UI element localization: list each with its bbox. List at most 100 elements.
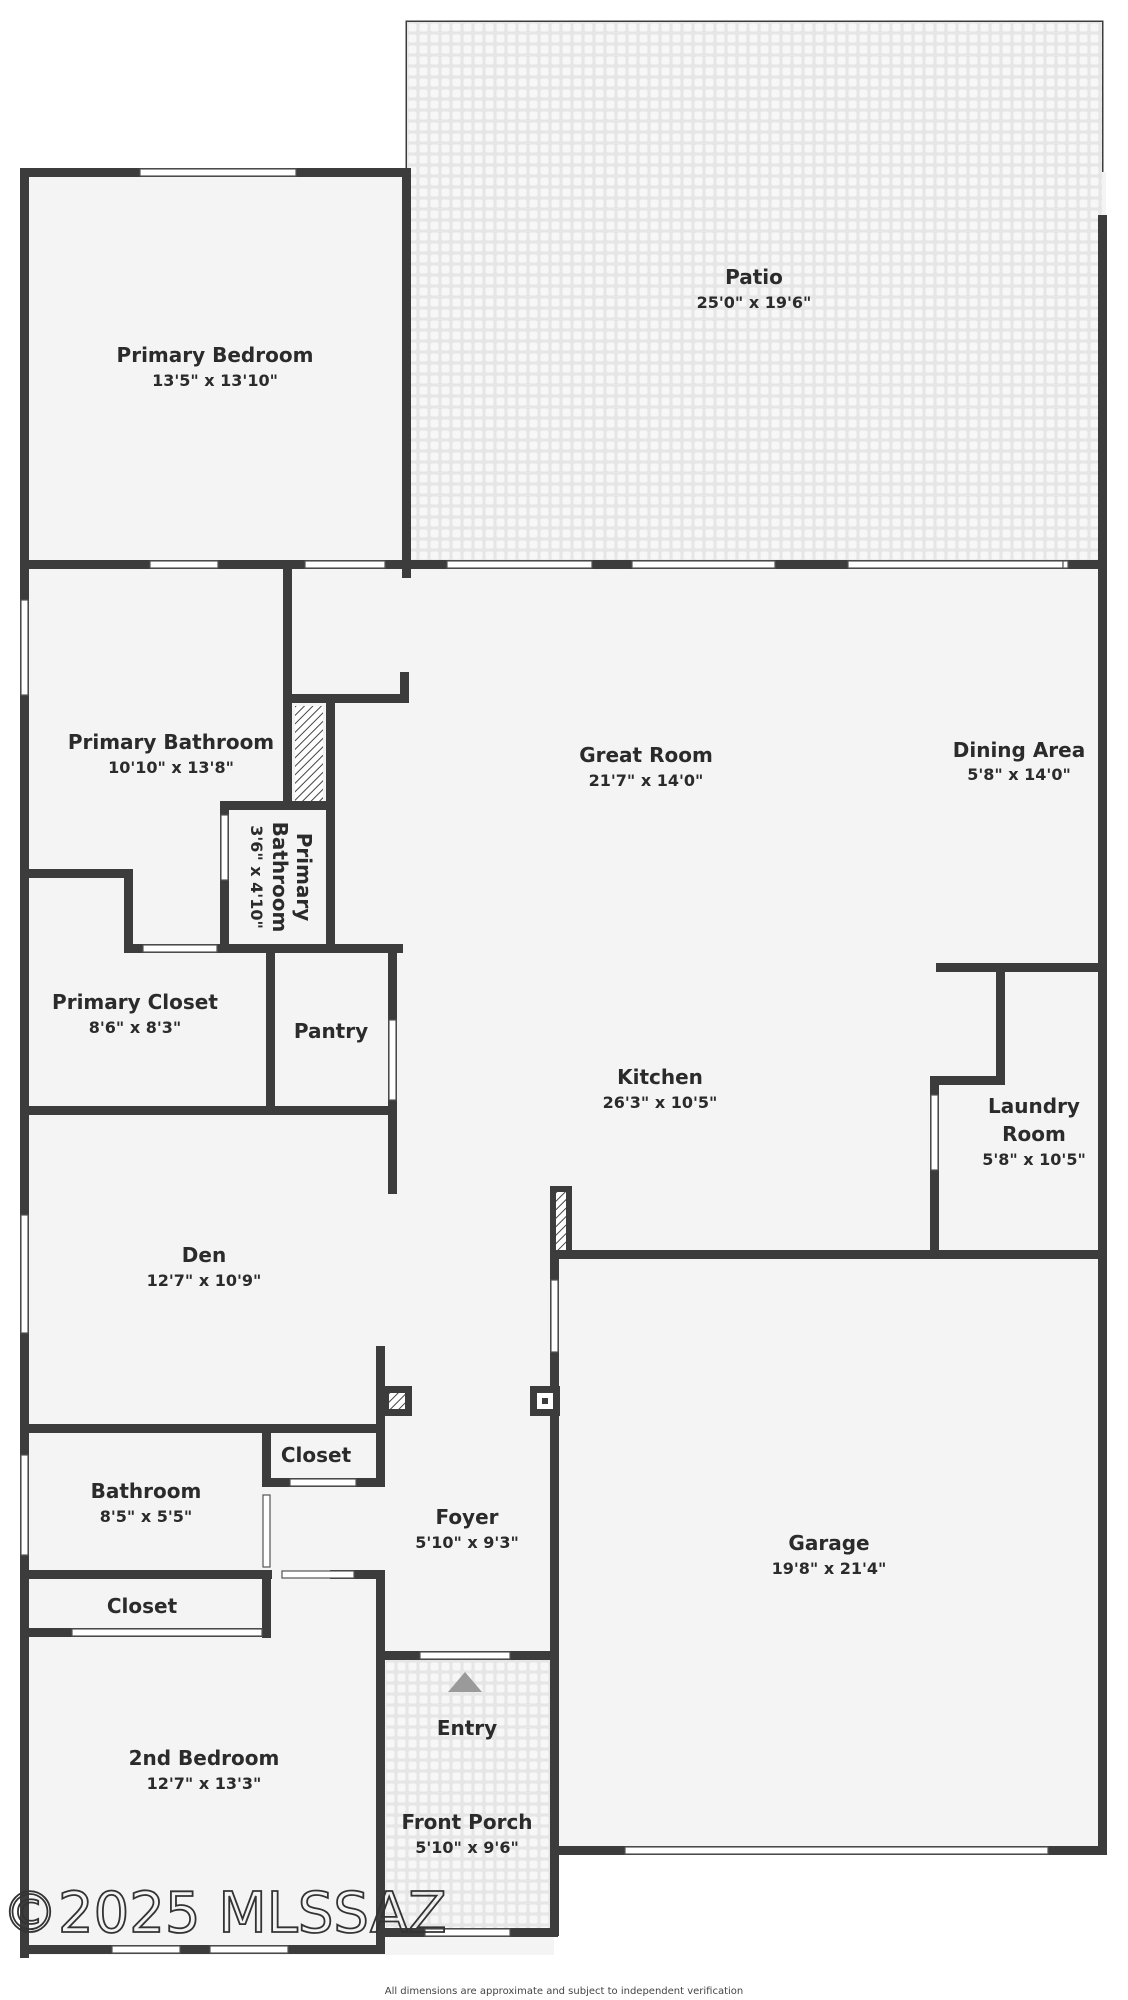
great-room-name: Great Room [579,743,713,767]
primary-closet-name: Primary Closet [52,990,218,1014]
laundry-room-name-2: Room [1002,1122,1066,1146]
wall-laundry-top [936,963,1107,972]
opening-porch-bottom [424,1928,511,1937]
great-room-dims: 21'7" x 14'0" [589,771,704,790]
exterior-gap [554,1851,1114,1961]
watermark: ©2025 MLSSAZ [2,1881,447,1946]
porch-floor [386,1656,552,1932]
wall-wc-bottom [220,944,403,953]
wall-den-top [20,1106,397,1115]
disclaimer: All dimensions are approximate and subje… [385,1986,744,1997]
windows [20,168,1069,1954]
opening-patio-edge [1062,560,1069,569]
window-great-2 [631,560,776,569]
opening-bath2 [262,1494,271,1568]
patio-dims: 25'0" x 19'6" [697,293,812,312]
wall-bath2-bottom [20,1570,272,1579]
window-bedroom-top [139,168,297,177]
opening-bed2 [281,1570,355,1579]
entry-arrow-icon [448,1672,482,1692]
kitchen-name: Kitchen [617,1065,703,1089]
wall-bedroom-right [402,168,411,578]
wall-bed2-bottom [20,1945,385,1954]
garage-door [624,1846,1049,1855]
primary-bathroom-small-name-1: Primary [292,833,316,922]
window-bed2-bottom-1 [111,1945,181,1954]
closet-upper-name: Closet [281,1443,352,1467]
wall-closet3-right [262,1570,271,1638]
window-dining [847,560,1064,569]
wall-left [20,168,29,1958]
wall-garage-top [554,1250,1107,1259]
garage-dims: 19'8" x 21'4" [772,1559,887,1578]
shower-hatch [295,706,323,801]
window-bath2-left [20,1454,29,1556]
wall-right [1098,215,1107,1855]
patio-name: Patio [725,265,783,289]
bathroom-name: Bathroom [91,1479,202,1503]
wall-den-bottom [20,1424,380,1433]
garage-name: Garage [788,1531,869,1555]
window-hall-top [304,560,386,569]
opening-garage-door [550,1279,559,1353]
primary-bathroom-dims: 10'10" x 13'8" [108,758,234,777]
wall-bath-right [283,560,292,810]
primary-bathroom-small-label: Primary Bathroom 3'6" x 4'10" [247,822,316,933]
opening-wc-left [220,814,229,881]
window-great-1 [446,560,593,569]
wall-wc-top [220,801,335,810]
second-bedroom-name: 2nd Bedroom [129,1746,280,1770]
wall-closet-top [20,869,132,878]
window-bath-top [149,560,219,569]
primary-bedroom-dims: 13'5" x 13'10" [152,371,278,390]
wall-bath-notch-right [400,672,409,703]
window-bed2-bottom-2 [209,1945,289,1954]
closet-lower-name: Closet [107,1594,178,1618]
column-left-hatch [389,1393,405,1409]
wall-closet2-left [262,1424,271,1486]
primary-closet-dims: 8'6" x 8'3" [89,1018,181,1037]
second-bedroom-dims: 12'7" x 13'3" [147,1774,262,1793]
laundry-room-name-1: Laundry [988,1094,1080,1118]
column-right-inner [542,1398,548,1404]
wall-closet2-right [376,1346,385,1486]
wall-bath-notch-top [283,694,408,703]
opening-entry-door [419,1651,511,1660]
primary-bathroom-name: Primary Bathroom [68,730,274,754]
foyer-name: Foyer [435,1505,498,1529]
bathroom-dims: 8'5" x 5'5" [100,1507,192,1526]
wall-shower-right [326,700,335,952]
front-porch-name: Front Porch [401,1810,532,1834]
window-bath-left [20,599,29,696]
garage-floor [554,1255,1102,1851]
primary-bedroom-name: Primary Bedroom [117,343,314,367]
den-name: Den [182,1243,226,1267]
wall-closet-notch [124,869,133,953]
floor-areas [24,20,1114,1961]
wall-shower-left [283,700,292,808]
kitchen-dims: 26'3" x 10'5" [603,1093,718,1112]
pantry-name: Pantry [294,1019,368,1043]
room-labels: Patio 25'0" x 19'6" Primary Bedroom 13'5… [52,265,1086,1857]
wall-laundry-inner [996,963,1005,1085]
laundry-room-dims: 5'8" x 10'5" [982,1150,1086,1169]
front-porch-dims: 5'10" x 9'6" [415,1838,519,1857]
hatched-fixtures [295,706,566,1409]
wall-bed2-top [330,1570,385,1579]
dining-area-dims: 5'8" x 14'0" [967,765,1071,784]
wall-bed2-right [376,1570,385,1954]
primary-bathroom-small-name-2: Bathroom [268,822,292,933]
foyer-dims: 5'10" x 9'3" [415,1533,519,1552]
wall-laundry-step [930,1076,1005,1085]
wall-closet-right [266,944,275,1114]
wall-foyer-right [550,1196,559,1936]
opening-closet3 [71,1628,263,1637]
opening-pantry [388,1019,397,1101]
fireplace-hatch [556,1192,566,1250]
entry-name: Entry [437,1716,497,1740]
primary-bathroom-small-dims: 3'6" x 4'10" [247,825,266,929]
den-dims: 12'7" x 10'9" [147,1271,262,1290]
window-den-left [20,1214,29,1334]
patio-upper-cover [407,22,1102,564]
